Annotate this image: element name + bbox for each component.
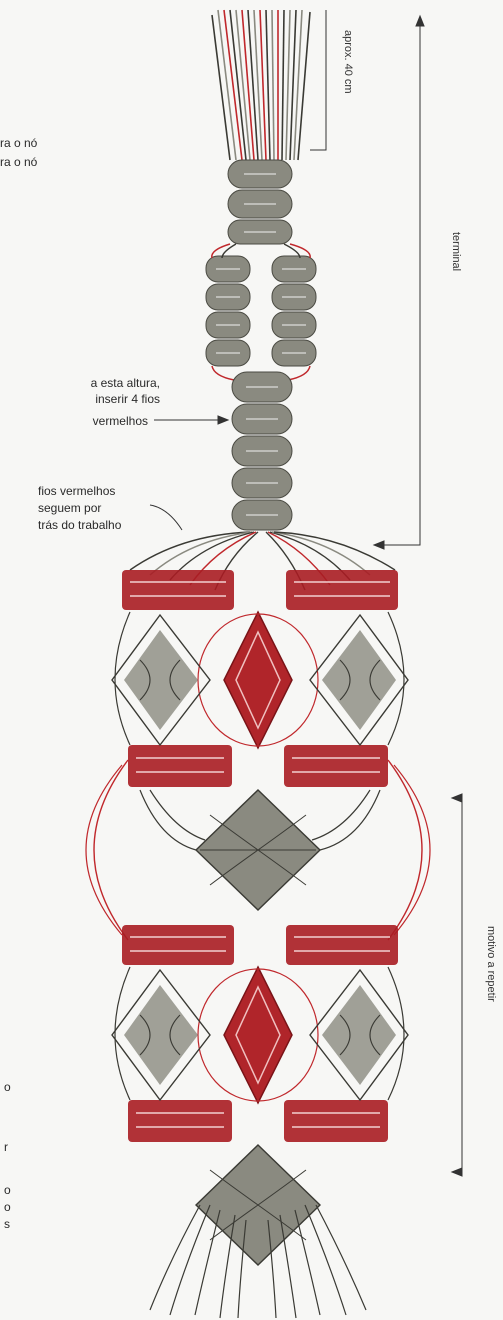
label-terminal: terminal <box>450 232 462 271</box>
top-cords <box>212 10 310 160</box>
label-edge-4: o <box>4 1200 11 1215</box>
label-insert-1: a esta altura, <box>60 376 160 391</box>
label-red-cords-1: fios vermelhos <box>38 484 115 499</box>
label-top-left-2: ra o nó <box>0 155 37 170</box>
split-columns <box>206 256 316 366</box>
label-approx-length: aprox. 40 cm <box>342 30 354 94</box>
label-red-cords-3: trás do trabalho <box>38 518 121 533</box>
label-edge-1: o <box>4 1080 11 1095</box>
label-repeat-motif: motivo a repetir <box>485 926 497 1002</box>
label-insert-3: vermelhos <box>60 414 148 429</box>
label-edge-5: s <box>4 1217 10 1232</box>
label-insert-2: inserir 4 fios <box>60 392 160 407</box>
label-edge-2: r <box>4 1140 8 1155</box>
label-red-cords-2: seguem por <box>38 501 101 516</box>
motif-block-1 <box>86 570 430 940</box>
label-edge-3: o <box>4 1183 11 1198</box>
label-top-left-1: ra o nó <box>0 136 37 151</box>
motif-block-2 <box>112 925 408 1265</box>
